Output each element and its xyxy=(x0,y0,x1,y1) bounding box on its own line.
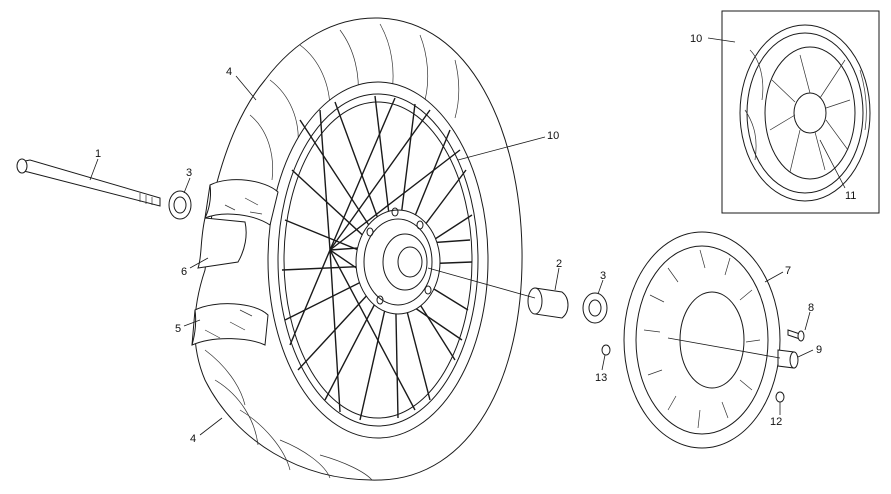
callout-10-inset: 10 xyxy=(690,33,702,45)
rim-band-lower xyxy=(191,303,269,346)
rim-flap xyxy=(197,217,247,269)
axle xyxy=(16,158,161,207)
callout-10-main: 10 xyxy=(547,130,559,142)
callout-11: 11 xyxy=(845,190,856,202)
callout-9: 9 xyxy=(816,344,822,356)
callout-5: 5 xyxy=(175,323,181,335)
brake-disc xyxy=(623,231,781,449)
callout-1: 1 xyxy=(95,148,101,160)
callout-8: 8 xyxy=(808,302,814,314)
callout-7: 7 xyxy=(785,265,791,277)
callout-4-top: 4 xyxy=(226,66,232,78)
washer-13 xyxy=(601,344,611,356)
nut-12 xyxy=(775,391,785,403)
callout-13: 13 xyxy=(595,372,607,384)
callout-3-left: 3 xyxy=(186,167,192,179)
rim-band-upper xyxy=(204,179,279,226)
leader-lines xyxy=(89,37,846,436)
disc-bolt xyxy=(787,329,805,342)
bearing-right xyxy=(582,292,608,324)
bearing-left xyxy=(168,190,192,220)
inset-cast-wheel xyxy=(721,10,880,214)
callout-12: 12 xyxy=(770,416,782,428)
hub xyxy=(355,207,441,315)
callout-labels: 1 2 3 3 4 4 5 6 7 8 9 10 10 11 12 13 xyxy=(95,33,856,445)
callout-4-bottom: 4 xyxy=(190,433,196,445)
callout-6: 6 xyxy=(181,266,187,278)
bushing xyxy=(777,349,799,369)
callout-3-right: 3 xyxy=(600,270,606,282)
callout-2: 2 xyxy=(556,258,562,270)
spacer xyxy=(527,287,569,319)
